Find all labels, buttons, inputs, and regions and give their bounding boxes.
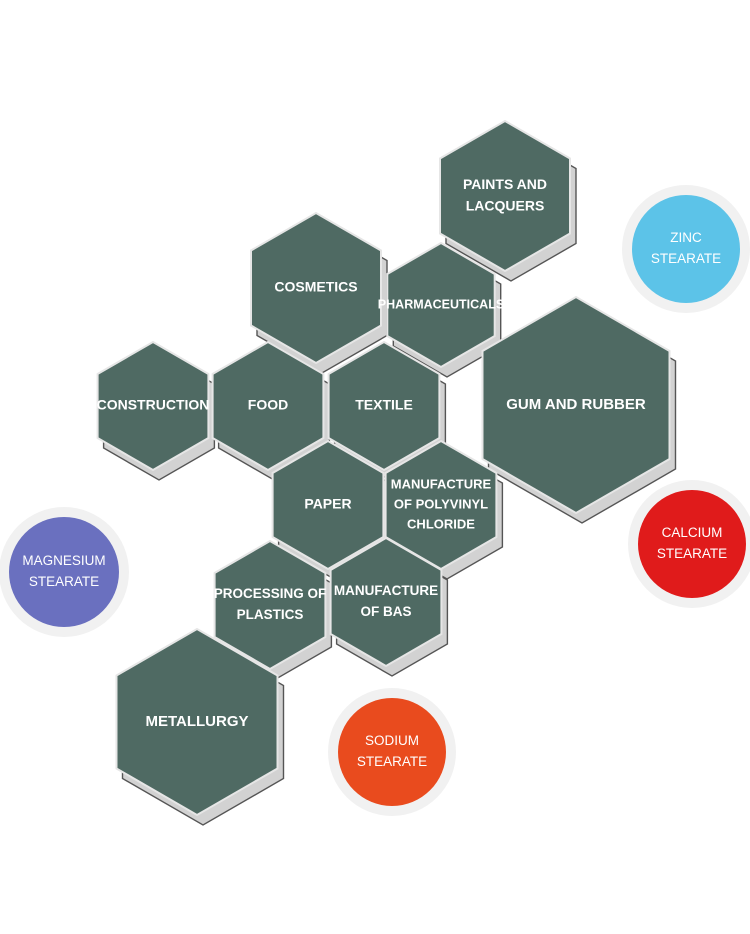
- circle-label-sodium: SODIUM: [365, 733, 419, 748]
- circle-zinc-stearate: ZINC STEARATE: [622, 185, 750, 313]
- hex-food: FOOD: [211, 340, 331, 481]
- circle-label-sodium: STEARATE: [357, 754, 427, 769]
- circle-badge: [638, 490, 746, 598]
- hex-shape: [327, 340, 441, 472]
- circle-label-zinc: STEARATE: [651, 251, 721, 266]
- hex-label-gum-rubber: GUM AND RUBBER: [506, 396, 646, 413]
- hex-construction: CONSTRUCTION: [96, 340, 216, 481]
- circle-label-zinc: ZINC: [670, 230, 702, 245]
- hex-plastics: PROCESSING OF PLASTICS: [213, 539, 333, 680]
- hex-shape: [481, 295, 671, 515]
- hex-label-bas: OF BAS: [360, 604, 411, 619]
- circle-label-magnesium: STEARATE: [29, 574, 99, 589]
- hex-gum-rubber: GUM AND RUBBER: [481, 295, 677, 524]
- hex-label-paints: LACQUERS: [466, 198, 545, 214]
- circle-sodium-stearate: SODIUM STEARATE: [328, 688, 456, 816]
- hex-textile: TEXTILE: [327, 340, 447, 481]
- hex-label-textile: TEXTILE: [355, 397, 413, 413]
- circle-label-calcium: STEARATE: [657, 546, 727, 561]
- hex-shape: [213, 539, 327, 671]
- hex-pharmaceuticals: PHARMACEUTICALS: [378, 241, 504, 378]
- hex-bas: MANUFACTURE OF BAS: [329, 536, 449, 677]
- hex-label-pharmaceuticals: PHARMACEUTICALS: [378, 297, 504, 311]
- hex-label-metallurgy: METALLURGY: [145, 713, 248, 730]
- circle-badge: [338, 698, 446, 806]
- hex-shape: [439, 119, 571, 273]
- circle-badge: [632, 195, 740, 303]
- hex-shape: [386, 241, 496, 369]
- hex-shape: [115, 627, 279, 817]
- hex-shape: [329, 536, 443, 668]
- hex-label-food: FOOD: [248, 397, 288, 413]
- hex-shape: [271, 439, 385, 571]
- circle-calcium-stearate: CALCIUM STEARATE: [628, 480, 750, 608]
- hex-label-plastics: PLASTICS: [237, 607, 304, 622]
- circle-label-calcium: CALCIUM: [662, 525, 723, 540]
- circle-label-magnesium: MAGNESIUM: [22, 553, 105, 568]
- hex-label-pvc: OF POLYVINYL: [394, 496, 488, 511]
- hex-metallurgy: METALLURGY: [115, 627, 285, 826]
- circle-badge: [9, 517, 119, 627]
- hex-label-paper: PAPER: [304, 496, 351, 512]
- hex-shape: [250, 211, 382, 365]
- hex-label-pvc: CHLORIDE: [407, 517, 475, 532]
- hex-label-paints: PAINTS AND: [463, 176, 547, 192]
- hex-shape: [211, 340, 325, 472]
- circle-magnesium-stearate: MAGNESIUM STEARATE: [0, 507, 129, 637]
- hex-label-construction: CONSTRUCTION: [97, 397, 210, 413]
- hex-pvc: MANUFACTURE OF POLYVINYL CHLORIDE: [384, 439, 504, 580]
- hex-paper: PAPER: [271, 439, 391, 580]
- hex-cosmetics: COSMETICS: [250, 211, 388, 374]
- hex-paints: PAINTS AND LACQUERS: [439, 119, 577, 282]
- hex-label-pvc: MANUFACTURE: [391, 476, 492, 491]
- hex-label-bas: MANUFACTURE: [334, 583, 438, 598]
- hex-label-cosmetics: COSMETICS: [274, 279, 357, 295]
- hex-shape: [96, 340, 210, 472]
- hex-label-plastics: PROCESSING OF: [214, 586, 327, 601]
